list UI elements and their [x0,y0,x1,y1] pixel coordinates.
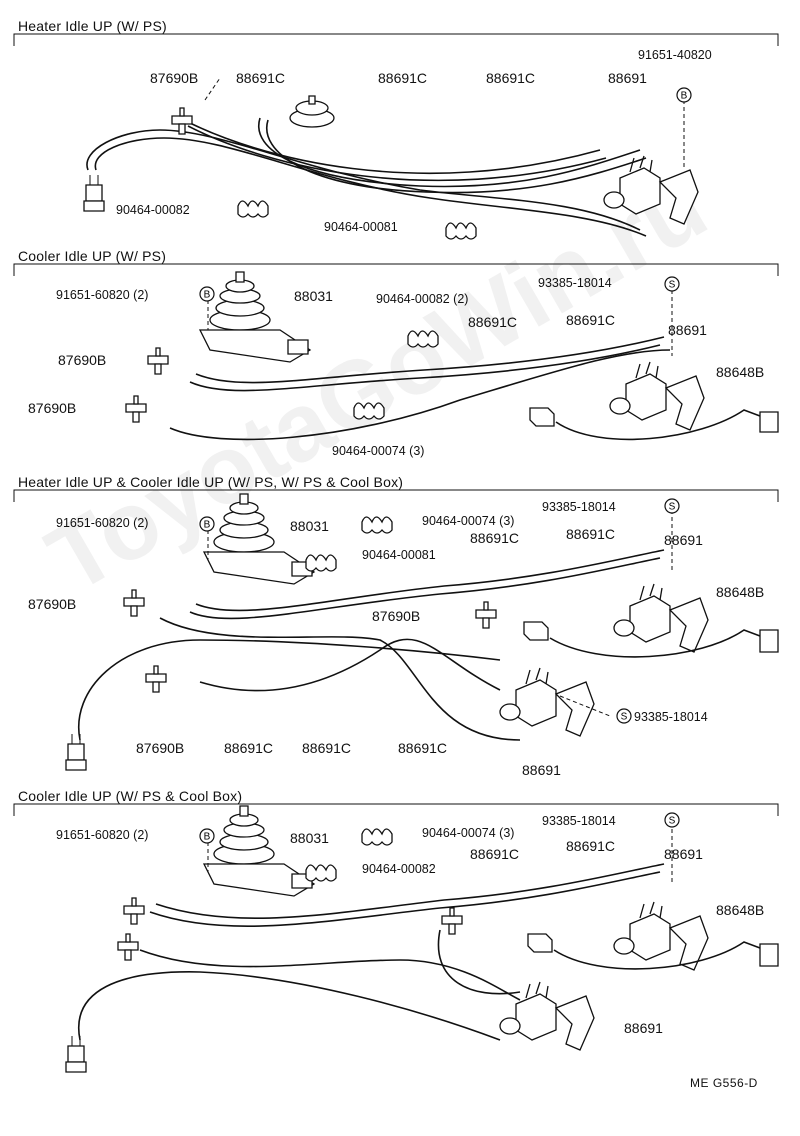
part-label: 88691C [566,526,616,542]
part-label: 87690B [150,70,199,86]
section-3-art [65,493,779,771]
part-label: 88691 [608,70,647,86]
part-label: 88648B [716,584,765,600]
figure-code: ME G556-D [690,1076,758,1090]
part-label: 88691C [470,846,520,862]
part-label: 87690B [28,596,77,612]
part-label: 88031 [294,288,333,304]
section-4-art [65,805,779,1073]
section-title-4: Cooler Idle UP (W/ PS & Cool Box) [18,788,243,804]
part-label: 87690B [28,400,77,416]
part-label: 88031 [290,518,329,534]
part-label: 88691 [522,762,561,778]
part-label: 90464-00082 [116,203,190,217]
part-label: 90464-00081 [324,220,398,234]
part-label: 88691C [236,70,286,86]
part-label: 88691C [486,70,536,86]
part-label: 93385-18014 [542,814,616,828]
part-label: 90464-00081 [362,548,436,562]
part-label: 90464-00074 (3) [332,444,425,458]
part-label: 88691C [302,740,352,756]
part-label: 88648B [716,902,765,918]
part-label: 88691 [624,1020,663,1036]
part-label: 91651-60820 (2) [56,516,149,530]
section-1-art [83,77,699,240]
part-label: 87690B [372,608,421,624]
part-label: 88691C [224,740,274,756]
part-label: 93385-18014 [538,276,612,290]
part-label: 87690B [136,740,185,756]
part-label: 88648B [716,364,765,380]
part-label: 91651-40820 [638,48,712,62]
part-label: 90464-00082 [362,862,436,876]
part-label: 88691C [378,70,428,86]
part-label: 87690B [58,352,107,368]
part-label: 88691C [468,314,518,330]
part-label: 88691 [664,532,703,548]
part-label: 88691 [664,846,703,862]
part-label: 91651-60820 (2) [56,288,149,302]
part-label: 90464-00082 (2) [376,292,469,306]
part-label: 93385-18014 [542,500,616,514]
section-title-3: Heater Idle UP & Cooler Idle UP (W/ PS, … [18,474,404,490]
part-label: 90464-00074 (3) [422,826,515,840]
part-label: 88691C [398,740,448,756]
part-label: 91651-60820 (2) [56,828,149,842]
section-title-1: Heater Idle UP (W/ PS) [18,18,167,34]
part-label: 88691C [470,530,520,546]
part-label: 88691C [566,312,616,328]
section-2-art [125,271,779,441]
section-title-2: Cooler Idle UP (W/ PS) [18,248,167,264]
part-label: 88691C [566,838,616,854]
part-label: 90464-00074 (3) [422,514,515,528]
part-label: 88691 [668,322,707,338]
part-label: 88031 [290,830,329,846]
part-label: 93385-18014 [634,710,708,724]
